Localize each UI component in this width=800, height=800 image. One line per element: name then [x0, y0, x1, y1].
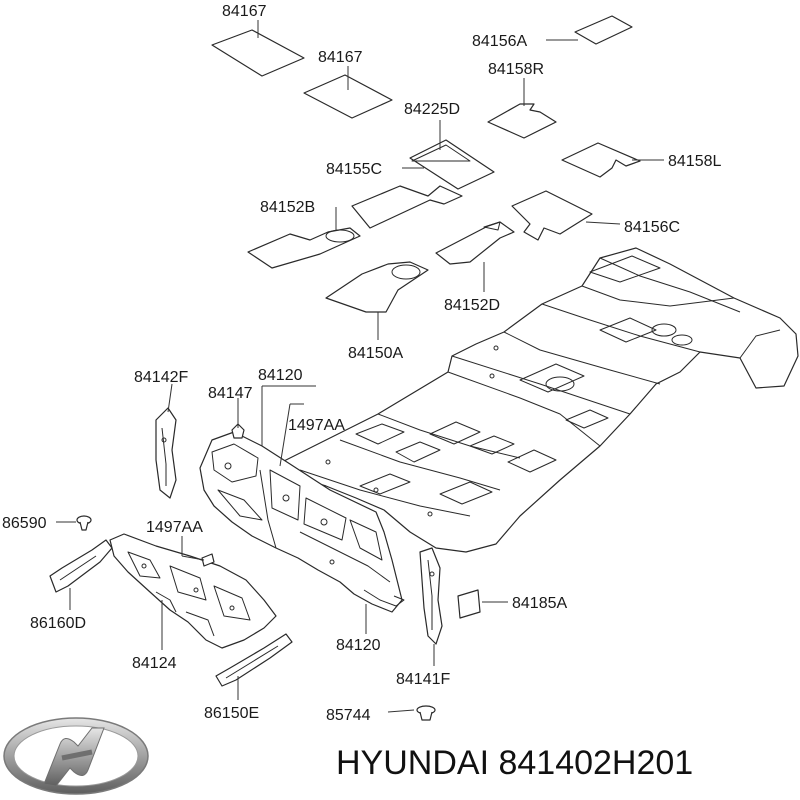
- pad-84225D: [409, 139, 495, 190]
- label-84150A: 84150A: [348, 345, 403, 362]
- dash-insulator-84124: [109, 533, 277, 649]
- label-84155C: 84155C: [326, 161, 382, 178]
- cowl-trim-86150E: [215, 633, 293, 687]
- label-84120-bot: 84120: [336, 637, 381, 654]
- label-84141F: 84141F: [396, 671, 450, 688]
- label-84147: 84147: [208, 385, 253, 402]
- label-84225D: 84225D: [404, 101, 460, 118]
- plug-85744: [416, 705, 436, 721]
- hyundai-logo-icon: [3, 717, 149, 795]
- pad-84152D: [435, 221, 515, 265]
- label-84156A: 84156A: [472, 33, 527, 50]
- pad-84156C: [511, 190, 593, 241]
- pad-84150A: [325, 261, 429, 313]
- grommet-86590: [76, 515, 92, 531]
- floor-panel: [281, 247, 799, 553]
- label-84142F: 84142F: [134, 369, 188, 386]
- pad-84156A: [574, 15, 633, 45]
- label-84167-top: 84167: [222, 3, 267, 20]
- label-86590: 86590: [2, 515, 47, 532]
- dash-panel-84120: [199, 431, 405, 613]
- leader-lines: [56, 20, 664, 713]
- label-84124: 84124: [132, 655, 177, 672]
- brand-caption: HYUNDAI 841402H201: [336, 744, 693, 782]
- label-84152B: 84152B: [260, 199, 315, 216]
- pad-84167-top: [211, 29, 305, 77]
- part-labels: 84167 84167 84156A 84158R 84225D 84155C …: [2, 3, 721, 724]
- pad-84167-mid: [303, 74, 393, 119]
- label-84158R: 84158R: [488, 61, 544, 78]
- side-trim-84142F: [155, 407, 177, 499]
- clip-84147: [231, 423, 245, 439]
- label-86150E: 86150E: [204, 705, 259, 722]
- pad-1497AA-mid: [201, 553, 215, 567]
- label-84120-top: 84120: [258, 367, 303, 384]
- label-84156C: 84156C: [624, 219, 680, 236]
- pad-84158L: [561, 142, 641, 178]
- side-trim-84141F: [419, 547, 443, 645]
- pad-84152B: [247, 227, 361, 269]
- label-86160D: 86160D: [30, 615, 86, 632]
- label-84158L: 84158L: [668, 153, 721, 170]
- label-84167-mid: 84167: [318, 49, 363, 66]
- pad-84185A: [457, 589, 481, 619]
- pad-84158R: [487, 103, 557, 139]
- label-1497AA-top: 1497AA: [288, 417, 345, 434]
- label-1497AA-mid: 1497AA: [146, 519, 203, 536]
- label-84185A: 84185A: [512, 595, 567, 612]
- cowl-trim-86160D: [49, 539, 113, 593]
- pad-84155C: [351, 185, 463, 229]
- label-85744: 85744: [326, 707, 371, 724]
- label-84152D: 84152D: [444, 297, 500, 314]
